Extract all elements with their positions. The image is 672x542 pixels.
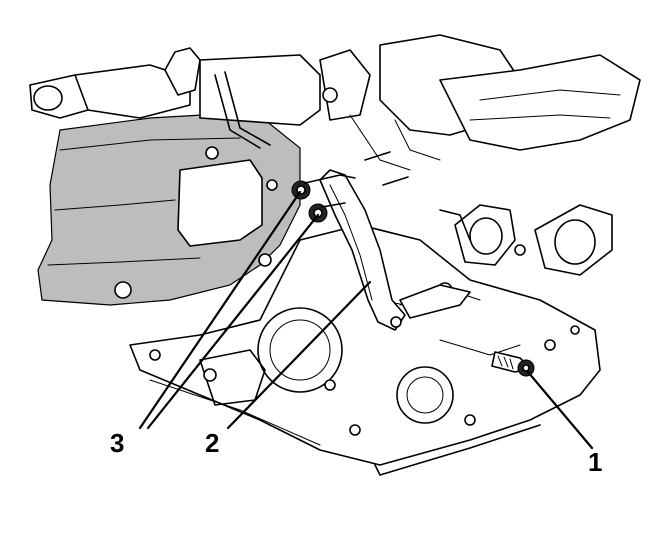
exhaust-flange	[439, 204, 613, 276]
callout-1-label: 1	[588, 447, 602, 477]
stud-nut-lower	[308, 202, 346, 223]
leader-3b	[146, 213, 320, 430]
leader-1	[526, 370, 594, 450]
leader-lines	[138, 190, 594, 450]
engine-block	[37, 111, 301, 306]
exposed-studs	[364, 151, 409, 186]
leader-3a	[138, 190, 302, 430]
leader-2	[226, 280, 372, 430]
mounting-bolt	[491, 351, 535, 377]
stud-nut-upper	[291, 174, 356, 200]
brace-bracket	[319, 169, 481, 331]
callout-3-label: 3	[110, 428, 124, 458]
intake-manifold	[29, 34, 641, 171]
transmission-housing	[129, 224, 601, 476]
callout-2-label: 2	[205, 428, 219, 458]
